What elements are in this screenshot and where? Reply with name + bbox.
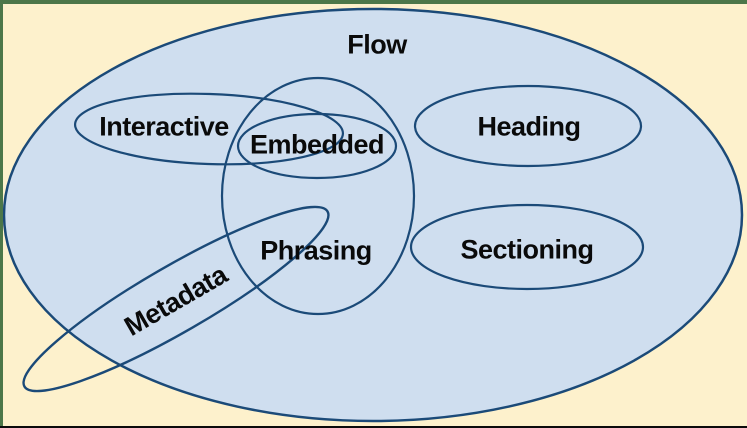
flow-label: Flow (347, 29, 407, 60)
embedded-ellipse (236, 112, 398, 180)
frame-bottom-border (0, 426, 747, 428)
embedded-label: Embedded (249, 129, 385, 160)
phrasing-ellipse (220, 76, 416, 316)
heading-label: Heading (477, 111, 581, 142)
interactive-ellipse (73, 92, 345, 166)
metadata-ellipse (22, 205, 330, 393)
sectioning-ellipse (409, 203, 645, 291)
interactive-label: Interactive (99, 111, 229, 142)
frame-left-border (0, 0, 3, 428)
frame-top-border (0, 0, 747, 4)
flow-ellipse (2, 7, 744, 423)
heading-ellipse (413, 84, 643, 168)
sectioning-label: Sectioning (460, 234, 594, 265)
phrasing-label: Phrasing (260, 235, 372, 266)
